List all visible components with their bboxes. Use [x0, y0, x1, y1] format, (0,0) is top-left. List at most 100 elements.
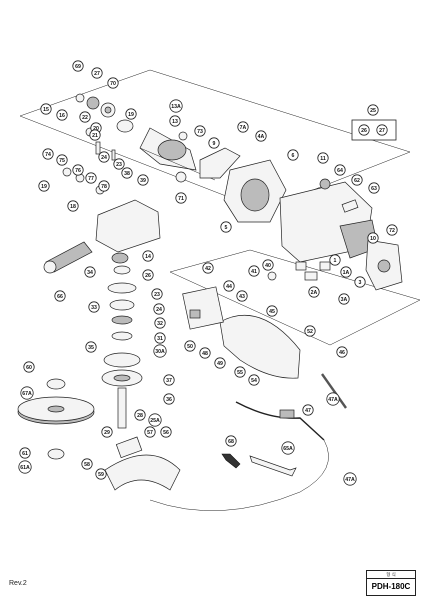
part-label-18: 18 [67, 200, 79, 212]
svg-text:49: 49 [217, 361, 223, 367]
part-label-13a: 13A [169, 99, 183, 113]
part-label-54: 54 [248, 374, 260, 386]
svg-text:37: 37 [166, 378, 172, 384]
part-label-61a: 61A [18, 460, 32, 474]
model-caption: 형 식 [366, 570, 416, 579]
side-handle [43, 241, 93, 274]
svg-text:34: 34 [87, 270, 93, 276]
part-label-43: 43 [236, 290, 248, 302]
part-label-10: 10 [367, 232, 379, 244]
svg-text:9: 9 [213, 141, 216, 147]
svg-text:25: 25 [370, 108, 376, 114]
part-label-48: 48 [199, 347, 211, 359]
svg-text:26: 26 [145, 273, 151, 279]
svg-text:44: 44 [226, 284, 232, 290]
power-cord [149, 373, 347, 511]
svg-text:52: 52 [307, 329, 313, 335]
part-label-11: 11 [317, 152, 329, 164]
part-label-55: 55 [234, 366, 246, 378]
svg-text:56: 56 [163, 430, 169, 436]
svg-text:14: 14 [145, 254, 151, 260]
svg-text:73: 73 [197, 129, 203, 135]
svg-text:54: 54 [251, 378, 257, 384]
svg-text:45: 45 [269, 309, 275, 315]
part-label-7a: 7A [237, 121, 249, 133]
gear-cover [62, 167, 161, 264]
svg-text:74: 74 [45, 152, 51, 158]
svg-text:28: 28 [137, 413, 143, 419]
svg-text:22: 22 [82, 115, 88, 121]
part-label-23a: 23 [113, 158, 125, 170]
part-label-78: 78 [98, 180, 110, 192]
part-label-71: 71 [175, 192, 187, 204]
part-label-49: 49 [214, 357, 226, 369]
svg-text:64: 64 [337, 168, 343, 174]
svg-text:65A: 65A [283, 446, 293, 452]
part-label-5: 5 [220, 221, 232, 233]
part-label-31: 31 [154, 332, 166, 344]
part-label-19b: 19 [125, 108, 137, 120]
svg-text:47: 47 [305, 408, 311, 414]
part-label-50: 50 [184, 340, 196, 352]
handle-plane-outline [169, 249, 421, 346]
part-label-3: 3 [354, 276, 366, 288]
part-label-14: 14 [142, 250, 154, 262]
svg-text:4A: 4A [258, 134, 265, 140]
spindle-stack [101, 265, 143, 429]
svg-text:41: 41 [251, 269, 257, 275]
motor-housing [279, 178, 379, 263]
field-stator [199, 147, 287, 223]
part-label-39: 39 [137, 174, 149, 186]
svg-text:23: 23 [116, 162, 122, 168]
svg-text:63: 63 [371, 186, 377, 192]
svg-text:55: 55 [237, 370, 243, 376]
svg-text:13A: 13A [171, 104, 181, 110]
part-label-56: 56 [160, 426, 172, 438]
part-label-63: 63 [368, 182, 380, 194]
svg-text:3A: 3A [341, 297, 348, 303]
part-label-36: 36 [163, 393, 175, 405]
part-label-58: 58 [81, 458, 93, 470]
part-label-69: 69 [72, 60, 84, 72]
svg-text:24: 24 [156, 307, 162, 313]
part-label-33: 33 [88, 301, 100, 313]
part-label-41: 41 [248, 265, 260, 277]
svg-text:25A: 25A [150, 418, 160, 424]
part-label-37: 37 [163, 374, 175, 386]
part-label-70: 70 [107, 77, 119, 89]
rear-handle [182, 286, 301, 379]
part-label-13: 13 [169, 115, 181, 127]
part-label-76: 76 [72, 164, 84, 176]
svg-text:23: 23 [154, 292, 160, 298]
part-label-22: 22 [79, 111, 91, 123]
part-label-62: 62 [351, 174, 363, 186]
svg-text:62: 62 [354, 178, 360, 184]
part-label-26: 26 [142, 269, 154, 281]
svg-text:69: 69 [75, 64, 81, 70]
part-label-25a: 25A [148, 413, 162, 427]
part-label-9: 9 [208, 137, 220, 149]
part-label-4a: 4A [255, 130, 267, 142]
part-label-46: 46 [336, 346, 348, 358]
svg-text:43: 43 [239, 294, 245, 300]
svg-text:47A: 47A [328, 397, 338, 403]
svg-text:1: 1 [334, 258, 337, 264]
svg-text:32: 32 [157, 321, 163, 327]
svg-text:15: 15 [43, 107, 49, 113]
part-label-3a: 3A [338, 293, 350, 305]
part-label-28: 28 [134, 409, 146, 421]
svg-text:3: 3 [359, 280, 362, 286]
svg-text:10: 10 [370, 236, 376, 242]
svg-text:19: 19 [128, 112, 134, 118]
part-label-77: 77 [85, 172, 97, 184]
part-label-16: 16 [56, 109, 68, 121]
svg-text:77: 77 [88, 176, 94, 182]
part-label-27ref: 27 [376, 124, 388, 136]
wheel-guard [104, 436, 181, 491]
svg-text:20: 20 [93, 126, 99, 132]
part-label-29: 29 [101, 426, 113, 438]
svg-text:67A: 67A [22, 391, 32, 397]
svg-text:66: 66 [57, 294, 63, 300]
svg-text:26: 26 [361, 128, 367, 134]
